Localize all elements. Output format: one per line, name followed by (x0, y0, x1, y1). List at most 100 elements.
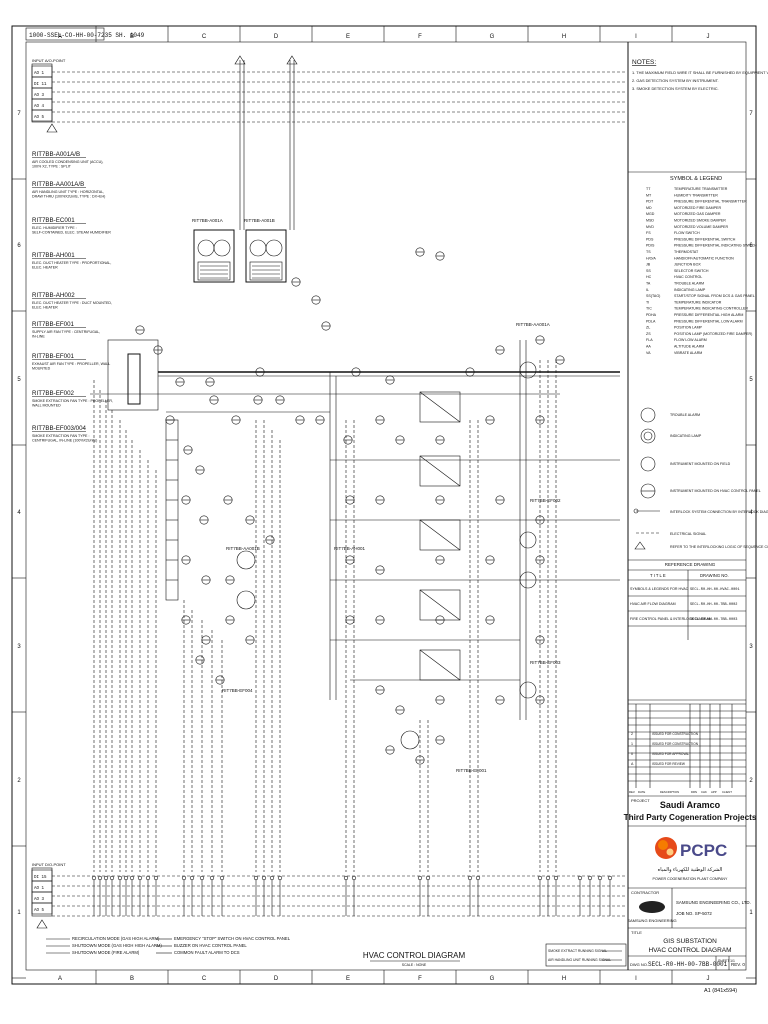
equipment-tag: RIT7BB-EF002 (32, 390, 75, 397)
legend-text: FLOW LOW ALARM (674, 338, 707, 342)
equipment-description: SMOKE EXTRACTION FAN TYPE : PROPELLER,WA… (32, 399, 113, 408)
legend-text: POSITION LAMP (674, 326, 703, 330)
samsung-logo-icon (639, 901, 665, 913)
damper-box-2 (419, 455, 461, 487)
legend-text: POSITION LAMP (MOTORIZED FIRE DAMPER) (674, 332, 752, 336)
reference-row-number: SECL-R0-HH-00-7BB-0002 (690, 603, 737, 607)
bottom-note-right: AIR HANDLING UNIT RUNNING SIGNAL (548, 958, 611, 962)
bus-tap-icon (425, 875, 431, 881)
zone-letter-bottom: F (418, 976, 422, 982)
input-row: DI 11 (34, 83, 47, 87)
equipment-description: SUPPLY AIR FAN TYPE : CENTRIFUGAL,IN-LIN… (32, 330, 100, 339)
zone-letter-top: B (130, 34, 134, 40)
bus-tap-icon (123, 875, 129, 881)
sheet-number: SHEET 1/1 (718, 959, 735, 963)
reference-col-title: T I T L E (650, 573, 666, 578)
top-signal-bus (52, 71, 626, 123)
bus-tap-icon (607, 875, 613, 881)
bus-tap-icon (553, 875, 559, 881)
fan-icon (197, 239, 215, 257)
reference-row-title: HVAC AIR FLOW DIAGRAM (630, 602, 676, 606)
bus-tap-icon (153, 875, 159, 881)
damper-box-5 (419, 649, 461, 681)
reference-row-number: SECL-R0-HH-00-HVAC-0001 (690, 588, 740, 592)
revision-header: CHK (701, 790, 707, 794)
equipment-tag: RIT7BB-EC001 (32, 217, 75, 224)
bottom-note-left: RECIRCULATION MODE (GAS HIGH ALARM) (72, 936, 160, 941)
legend-code: SS(TAG) (646, 294, 660, 298)
legend-code: PDIS (646, 244, 655, 248)
instrument-bubbles (135, 247, 565, 765)
input-row: AO 1 (34, 72, 45, 76)
legend-code: MT (646, 193, 652, 197)
sheet-size: A1 (841x594) (704, 988, 737, 994)
equipment-tag: RIT7BB-AH001 (32, 252, 75, 259)
bus-tap-icon (129, 875, 135, 881)
symbol-bubble-icon (640, 428, 656, 444)
bus-tap-icon (189, 875, 195, 881)
revision-description: ISSUED FOR CONSTRUCTION (652, 732, 699, 736)
symbol-bubble-icon (640, 407, 656, 423)
zone-letter-top: C (202, 34, 207, 40)
zone-letter-top: I (635, 34, 637, 40)
zone-letter-top: E (346, 34, 350, 40)
title-label: TITLE (631, 930, 642, 935)
reference-col-no: DRAWING NO. (700, 573, 729, 578)
legend-text: FLOW SWITCH (674, 231, 700, 235)
revision-header: DRN (691, 790, 697, 794)
legend-code: TA (646, 282, 651, 286)
bus-tap-icon (253, 875, 259, 881)
zone-number-right: 3 (749, 644, 753, 650)
client-project: Third Party Cogeneration Projects (624, 813, 757, 822)
bus-tap-icon (597, 875, 603, 881)
note-line: 1. THE MAXIMUM FIELD WIRE IT SHALL BE FU… (632, 70, 768, 75)
revision-number: REV. 0 (731, 962, 745, 967)
legend-code: TT (646, 187, 651, 191)
revision-header: APP (711, 790, 717, 794)
legend-text: MOTORIZED GAS DAMPER (674, 212, 721, 216)
revision-header: CLIENT (722, 790, 732, 794)
zone-letter-top: F (418, 34, 422, 40)
legend-code: FLA (646, 338, 653, 342)
bus-tap-icon (277, 875, 283, 881)
bus-tap-icon (117, 875, 123, 881)
legend-title: SYMBOL & LEGEND (670, 176, 722, 182)
note-line: 3. SMOKE DETECTION SYSTEM BY ELECTRIC. (632, 86, 719, 91)
pcpc-logo: PCPC الشركة الوطنية للكهرباء والمياه POW… (653, 837, 728, 881)
revision-header: DATE (638, 790, 645, 794)
notes: 1. THE MAXIMUM FIELD WIRE IT SHALL BE FU… (632, 70, 768, 91)
legend-text: PRESSURE DIFFERENTIAL INDICATING SWITCH (674, 244, 757, 248)
note-line: 2. GAS DETECTION SYSTEM BY INSTRUMENT. (632, 78, 719, 83)
equipment-tag: RIT7BB-AH002 (32, 292, 75, 299)
legend-text: MOTORIZED FIRE DAMPER (674, 206, 721, 210)
bus-tap-icon (91, 875, 97, 881)
logo-arabic: الشركة الوطنية للكهرباء والمياه (658, 867, 723, 873)
reference-title: REFERENCE DRAWING (665, 562, 716, 567)
bus-tap-icon (467, 875, 473, 881)
fan-icon (519, 571, 537, 589)
legend-code: SS (646, 269, 651, 273)
equipment-description: ELEC. DUCT HEATER TYPE : DUCT MOUNTED,EL… (32, 301, 112, 310)
zone-letter-bottom: G (490, 976, 495, 982)
legend-code: ZS (646, 332, 651, 336)
legend-code: MGD (646, 212, 655, 216)
fan-icon (249, 239, 267, 257)
legend-text: START/STOP SIGNAL FROM DCS & GAS PANEL (674, 294, 755, 298)
job-number: JOB NO. SP-5072 (676, 911, 712, 916)
legend-code: H/O/A (646, 256, 656, 260)
contractor-label: CONTRACTOR (631, 890, 659, 895)
legend-code: PDS (646, 237, 654, 241)
legend-text: INDICATING LAMP (674, 288, 706, 292)
contractor-name: SAMSUNG ENGINEERING (627, 918, 676, 923)
bottom-input-label: INPUT D/O-POINT (32, 862, 66, 867)
bottom-input-row: AO 3 (34, 898, 45, 902)
fan-icon (236, 550, 256, 570)
legend-text: MOTORIZED SMOKE DAMPER (674, 219, 726, 223)
fan-icon (519, 681, 537, 699)
